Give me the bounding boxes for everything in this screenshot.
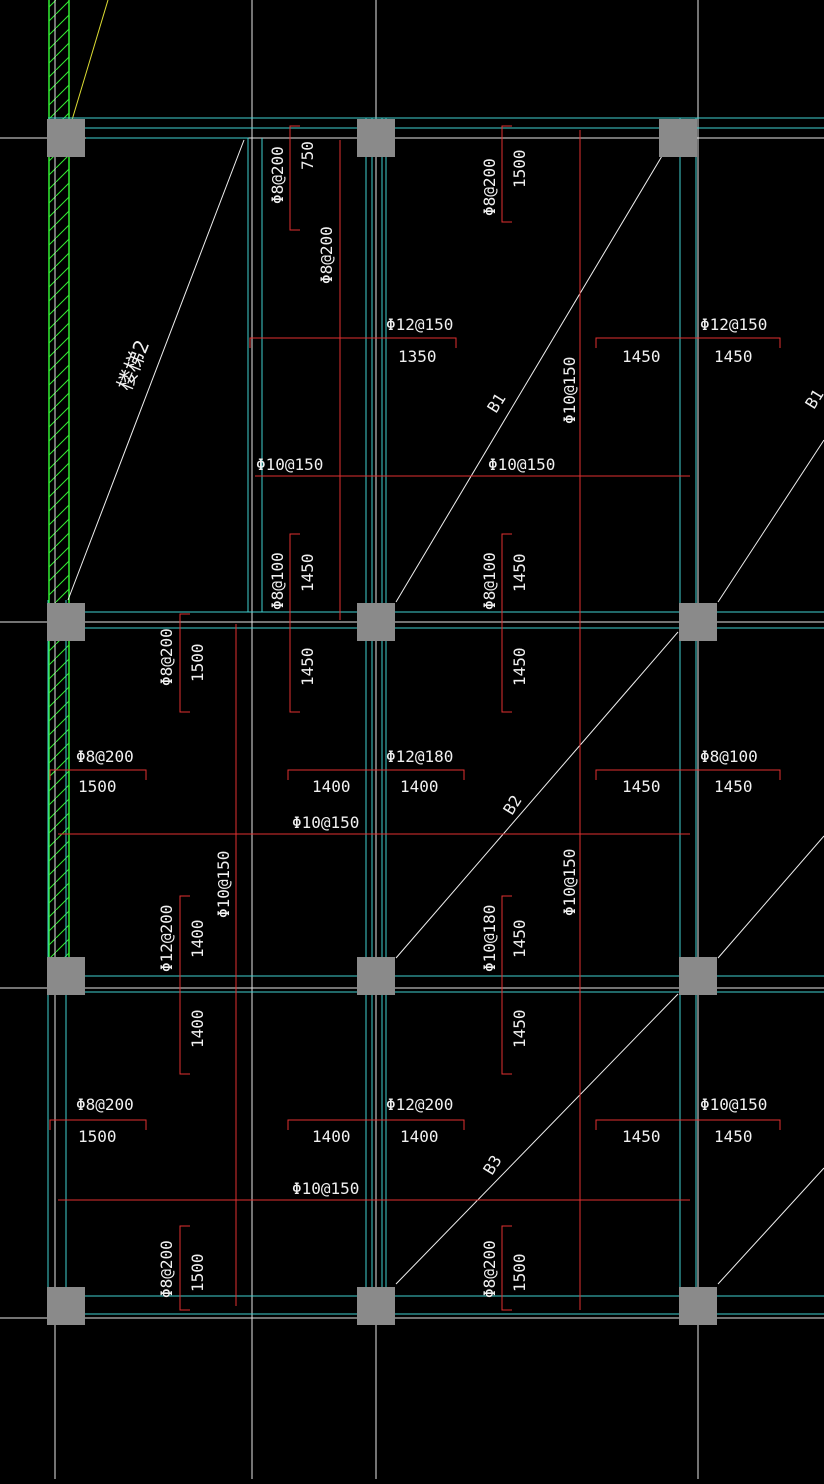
rebar-dim: 1400 bbox=[400, 1127, 439, 1146]
column bbox=[679, 603, 717, 641]
rebar-dim: 1450 bbox=[622, 347, 661, 366]
rebar-spec: Φ8@100 bbox=[480, 552, 499, 610]
stair-diagonal bbox=[67, 139, 245, 601]
rebar-spec: Φ10@150 bbox=[488, 455, 555, 474]
rebar-dim: 1400 bbox=[312, 1127, 351, 1146]
rebar-dim: 1450 bbox=[298, 647, 317, 686]
rebar-dim: 750 bbox=[298, 141, 317, 170]
rebar-dim: 1450 bbox=[510, 647, 529, 686]
column bbox=[659, 119, 697, 157]
rebar-dim: 1500 bbox=[188, 643, 207, 682]
rebar-spec: Φ12@200 bbox=[157, 905, 176, 972]
rebar-dim: 1350 bbox=[398, 347, 437, 366]
rebar-spec: Φ8@200 bbox=[76, 1095, 134, 1114]
rebar-spec: Φ10@150 bbox=[292, 813, 359, 832]
rebar-spec: Φ8@200 bbox=[157, 1240, 176, 1298]
rebar-dim: 1450 bbox=[714, 777, 753, 796]
rebar-spec: Φ8@200 bbox=[157, 628, 176, 686]
rebar-spec: Φ10@150 bbox=[256, 455, 323, 474]
rebar-dim: 1450 bbox=[714, 347, 753, 366]
rebar-dim: 1500 bbox=[78, 777, 117, 796]
rebar-dim: 1450 bbox=[510, 1009, 529, 1048]
slab-label-b2: B2 bbox=[499, 792, 525, 818]
rebar-dim: 1450 bbox=[510, 919, 529, 958]
column bbox=[47, 957, 85, 995]
slab-label-b1-right: B1 bbox=[801, 386, 824, 412]
slab-label-b3: B3 bbox=[479, 1152, 505, 1178]
rebar-dim: 1400 bbox=[188, 919, 207, 958]
rebar-dim: 1400 bbox=[188, 1009, 207, 1048]
rebar-spec: Φ10@150 bbox=[560, 357, 579, 424]
rebar-annotations: Φ8@200 750 Φ8@200 Φ8@200 1500 Φ10@150 Φ8… bbox=[76, 141, 767, 1298]
column bbox=[357, 1287, 395, 1325]
rebar-dim: 1500 bbox=[510, 1253, 529, 1292]
edge-line bbox=[71, 0, 109, 121]
column bbox=[357, 119, 395, 157]
rebar-dim: 1400 bbox=[400, 777, 439, 796]
wall-hatch bbox=[48, 0, 70, 960]
column bbox=[679, 1287, 717, 1325]
rebar-dim: 1450 bbox=[622, 777, 661, 796]
rebar-lines bbox=[49, 125, 781, 1311]
column bbox=[357, 603, 395, 641]
rebar-spec: Φ8@200 bbox=[76, 747, 134, 766]
rebar-dim: 1500 bbox=[510, 149, 529, 188]
rebar-spec: Φ12@180 bbox=[386, 747, 453, 766]
rebar-spec: Φ12@150 bbox=[700, 315, 767, 334]
rebar-spec: Φ12@150 bbox=[386, 315, 453, 334]
rebar-spec: Φ8@200 bbox=[268, 146, 287, 204]
rebar-spec: Φ10@150 bbox=[292, 1179, 359, 1198]
rebar-spec: Φ10@150 bbox=[700, 1095, 767, 1114]
rebar-dim: 1450 bbox=[510, 553, 529, 592]
columns bbox=[47, 119, 717, 1325]
rebar-spec: Φ8@100 bbox=[700, 747, 758, 766]
column bbox=[47, 603, 85, 641]
stair-label: 楼梯2 bbox=[112, 337, 154, 394]
rebar-spec: Φ12@200 bbox=[386, 1095, 453, 1114]
rebar-spec: Φ10@150 bbox=[214, 851, 233, 918]
rebar-spec: Φ8@200 bbox=[480, 158, 499, 216]
rebar-spec: Φ8@200 bbox=[480, 1240, 499, 1298]
rebar-spec: Φ10@180 bbox=[480, 905, 499, 972]
rebar-spec: Φ8@200 bbox=[317, 226, 336, 284]
rebar-dim: 1500 bbox=[78, 1127, 117, 1146]
rebar-dim: 1450 bbox=[298, 553, 317, 592]
slab-diagonals bbox=[395, 155, 824, 1285]
column bbox=[47, 119, 85, 157]
column bbox=[679, 957, 717, 995]
rebar-dim: 1450 bbox=[622, 1127, 661, 1146]
slab-label-b1: B1 bbox=[483, 390, 509, 416]
rebar-dim: 1500 bbox=[188, 1253, 207, 1292]
rebar-dim: 1400 bbox=[312, 777, 351, 796]
rebar-dim: 1450 bbox=[714, 1127, 753, 1146]
rebar-spec: Φ8@100 bbox=[268, 552, 287, 610]
column bbox=[357, 957, 395, 995]
rebar-spec: Φ10@150 bbox=[560, 849, 579, 916]
column bbox=[47, 1287, 85, 1325]
